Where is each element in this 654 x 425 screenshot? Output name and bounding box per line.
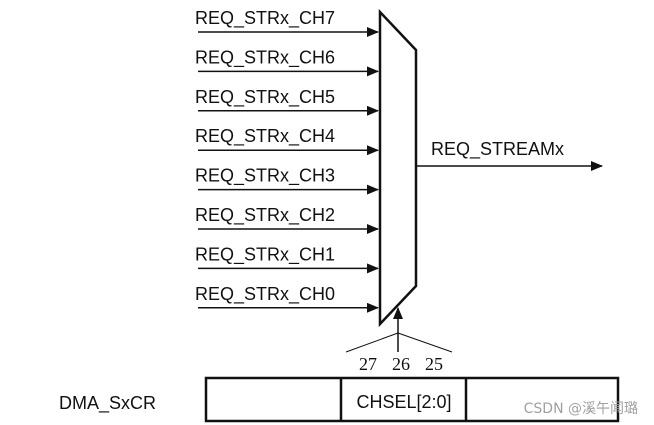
select-bit-26: 26	[392, 354, 410, 374]
input-label: REQ_STRx_CH2	[195, 205, 335, 226]
watermark: CSDN @溪午闻璐	[524, 401, 638, 417]
select-fan-right	[397, 332, 453, 353]
input-label: REQ_STRx_CH1	[195, 244, 335, 265]
input-label: REQ_STRx_CH0	[195, 284, 335, 305]
register-name: DMA_SxCR	[59, 393, 156, 414]
output-label: REQ_STREAMx	[431, 139, 564, 160]
input-label: REQ_STRx_CH7	[195, 8, 335, 29]
select-bit-25: 25	[425, 354, 443, 374]
input-label: REQ_STRx_CH5	[195, 87, 335, 108]
mux-inputs: REQ_STRx_CH7REQ_STRx_CH6REQ_STRx_CH5REQ_…	[195, 8, 379, 313]
register-field-chsel: CHSEL[2:0]	[356, 392, 451, 412]
select-bit-27: 27	[359, 354, 377, 374]
multiplexer-shape	[378, 8, 418, 328]
register-box	[204, 376, 620, 423]
input-label: REQ_STRx_CH4	[195, 126, 335, 147]
input-label: REQ_STRx_CH3	[195, 166, 335, 187]
select-fan-left	[345, 332, 399, 353]
input-label: REQ_STRx_CH6	[195, 47, 335, 68]
